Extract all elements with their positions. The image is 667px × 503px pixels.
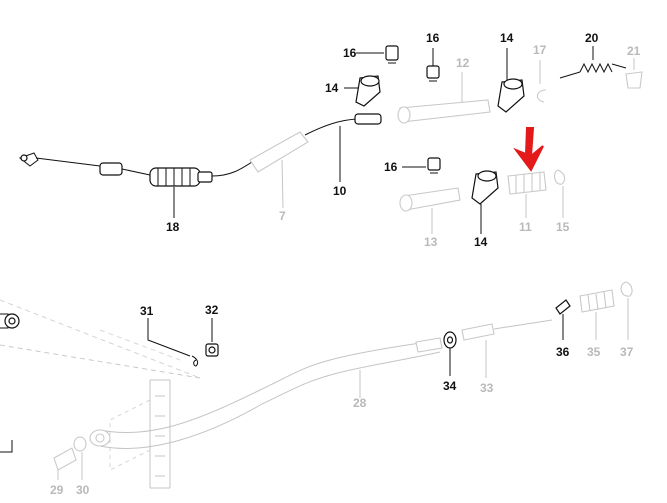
- clip-37: [620, 281, 633, 340]
- link-36: [555, 299, 571, 340]
- callout-34: 34: [443, 379, 457, 393]
- callout-13: 13: [424, 235, 438, 249]
- callout-21: 21: [627, 44, 641, 58]
- callout-28: 28: [353, 396, 367, 410]
- bushing-14-lower: [471, 170, 499, 234]
- cable-assembly: [18, 113, 382, 187]
- callout-20: 20: [585, 31, 599, 45]
- spring-35: [579, 289, 615, 340]
- bushing-14-right: [497, 48, 525, 113]
- callout-15: 15: [556, 220, 570, 234]
- pin-13: [399, 187, 461, 234]
- callout-16-lower: 16: [384, 160, 398, 174]
- pin-12: [397, 72, 491, 124]
- shift-rod-28: [89, 339, 441, 449]
- corner-bracket: [0, 440, 13, 453]
- cable-boot: [149, 167, 201, 187]
- callout-18: 18: [166, 220, 180, 234]
- callout-11: 11: [519, 220, 532, 234]
- cable-collar: [197, 171, 213, 183]
- cable-end-bracket: [18, 152, 39, 167]
- callout-10: 10: [333, 184, 347, 198]
- callout-14-left: 14: [325, 81, 339, 95]
- washer-30: [73, 436, 87, 480]
- callout-35: 35: [587, 345, 601, 359]
- callout-31: 31: [140, 304, 154, 318]
- cable-housing: [249, 131, 309, 173]
- callout-36: 36: [556, 345, 570, 359]
- nut-34: [443, 331, 457, 376]
- bushing-29: [53, 447, 77, 480]
- bushing-14-left: [344, 75, 381, 107]
- frame-outline-dashed: [0, 344, 201, 379]
- callout-14-right: 14: [500, 31, 514, 45]
- pin-31: [147, 318, 199, 367]
- callout-16-top: 16: [343, 46, 357, 60]
- cap-21: [625, 58, 643, 89]
- callout-37: 37: [620, 345, 634, 359]
- knob-left: [0, 313, 20, 329]
- cable-wire-left: [35, 157, 101, 167]
- callout-33: 33: [480, 381, 494, 395]
- red-arrow-icon: [513, 127, 544, 172]
- cable-end-sleeve: [354, 113, 382, 125]
- nut-32: [205, 318, 219, 357]
- spring-11: [507, 171, 547, 218]
- callout-17: 17: [533, 43, 547, 57]
- spring-20: [559, 46, 627, 79]
- clip-15: [553, 169, 566, 218]
- threaded-rod-33: [415, 319, 553, 378]
- callout-29: 29: [50, 483, 64, 497]
- bolt-16-lower: [402, 157, 441, 174]
- callout-labels: 16 16 14 12 14 17 20 21 10 7 18 16 13 14…: [50, 31, 641, 497]
- callout-30: 30: [76, 483, 90, 497]
- clip-17: [536, 60, 547, 103]
- cable-end-eye: [20, 154, 28, 162]
- callout-12: 12: [456, 56, 470, 70]
- callout-16-mid: 16: [426, 31, 440, 45]
- bolt-16-mid: [426, 48, 440, 82]
- cable-fitting: [99, 162, 123, 176]
- callout-14-lower: 14: [474, 235, 488, 249]
- callout-7: 7: [279, 209, 286, 223]
- bolt-16-top: [356, 45, 399, 64]
- bracket-ghost: [109, 379, 171, 489]
- callout-32: 32: [205, 303, 219, 317]
